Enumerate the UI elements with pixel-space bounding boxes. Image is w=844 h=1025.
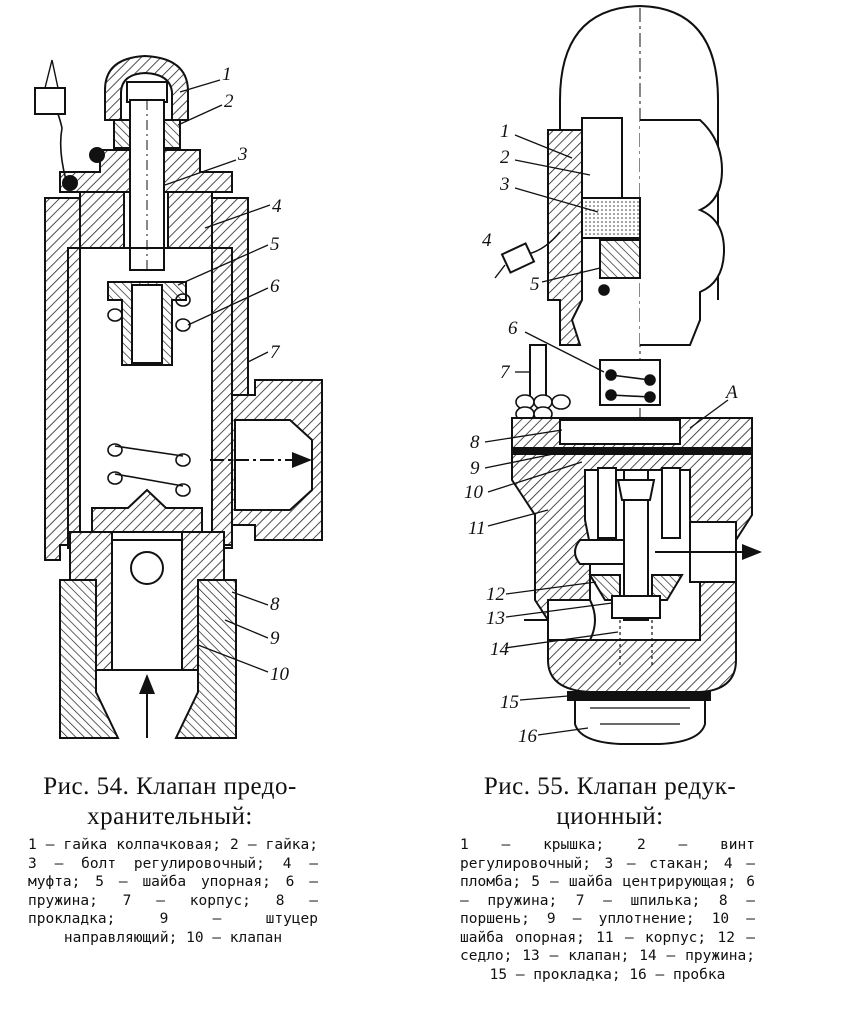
fig55-callout-8: 8 (470, 432, 480, 453)
fig55-callout-A: А (724, 382, 738, 403)
fig55-callout-1: 1 (500, 121, 510, 142)
fig54-callout-1: 1 (222, 64, 232, 85)
fig55-callout-16: 16 (518, 726, 538, 747)
fig55-callout-3: 3 (499, 174, 510, 195)
fig55-callout-4: 4 (482, 230, 492, 251)
fig55-title-line-2: ционный: (556, 803, 664, 830)
fig54-callout-8: 8 (270, 594, 280, 615)
fig54-caption-title: Рис. 54. Клапан предо- хранительный: (20, 772, 320, 832)
fig55-leaders (484, 134, 729, 736)
fig55-callout-15: 15 (500, 692, 519, 713)
fig54-title-line-1: Рис. 54. Клапан предо- (43, 773, 297, 800)
fig54-callout-4: 4 (272, 196, 282, 217)
fig54-leaders (164, 79, 271, 673)
fig55-callout-7: 7 (500, 362, 511, 383)
fig55-callout-2: 2 (500, 147, 510, 168)
fig55-caption-legend: 1 — крышка; 2 — винт регулировочный; 3 —… (460, 837, 755, 983)
fig54-callout-9: 9 (270, 628, 280, 649)
fig55-callout-9: 9 (470, 458, 480, 479)
fig55-title-line-1: Рис. 55. Клапан редук- (483, 773, 737, 800)
fig54-title-line-2: хранительный: (87, 803, 253, 830)
fig54-callout-5: 5 (270, 234, 280, 255)
fig55-callout-10: 10 (464, 482, 484, 503)
fig55-callout-5: 5 (530, 274, 540, 295)
fig54-callout-6: 6 (270, 276, 280, 297)
fig54-callout-7: 7 (270, 342, 281, 363)
fig54-callout-2: 2 (224, 91, 234, 112)
fig55-callout-6: 6 (508, 318, 518, 339)
fig55-callout-14: 14 (490, 639, 510, 660)
fig55-callout-11: 11 (468, 518, 486, 539)
fig55-callout-13: 13 (486, 608, 505, 629)
fig55-callout-12: 12 (486, 584, 506, 605)
fig54-callout-3: 3 (237, 144, 248, 165)
fig54-callout-10: 10 (270, 664, 290, 685)
fig54-drawing (34, 54, 323, 739)
technical-drawings: 1 2 3 4 5 6 7 8 9 10 1 2 3 4 5 6 7 8 (34, 4, 762, 747)
fig54-caption-legend: 1 — гайка колпачковая; 2 — гайка; 3 — бо… (28, 837, 318, 946)
fig55-drawing (494, 4, 762, 745)
fig55-caption-title: Рис. 55. Клапан редук- ционный: (460, 772, 760, 832)
fig55-callouts: 1 2 3 4 5 6 7 8 9 10 11 12 13 14 15 16 А (464, 121, 738, 747)
fig54-callouts: 1 2 3 4 5 6 7 8 9 10 (222, 64, 290, 685)
